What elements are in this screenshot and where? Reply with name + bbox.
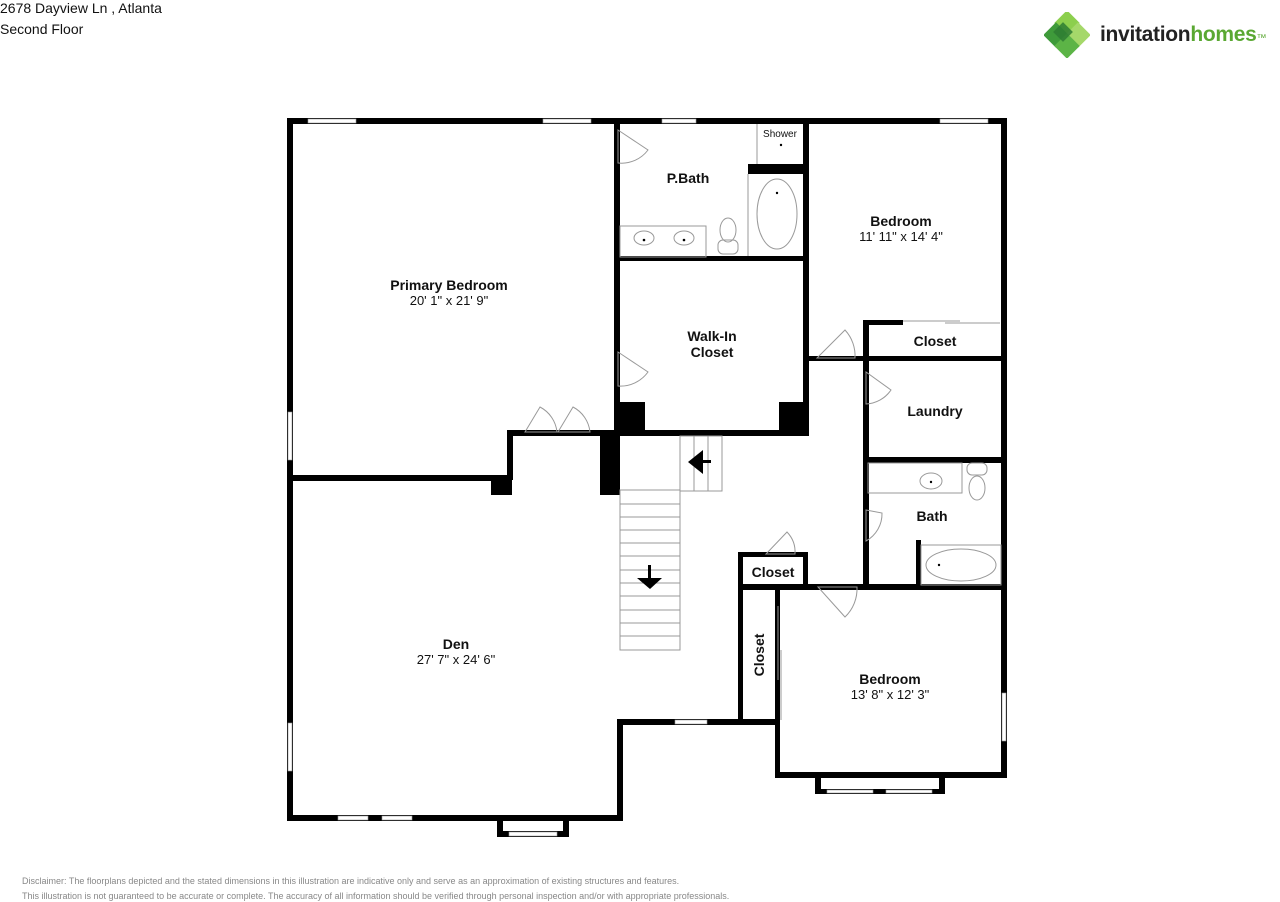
floor-label: Second Floor xyxy=(0,21,84,37)
room-laundry: Laundry xyxy=(907,403,963,419)
room-closet-side: Closet xyxy=(751,633,767,677)
room-primary-bedroom: Primary Bedroom 20' 1" x 21' 9" xyxy=(390,277,508,308)
room-closet-hall: Closet xyxy=(751,564,795,580)
green-diamond-cluster-icon xyxy=(1044,12,1090,58)
room-walk-in-closet: Walk-In Closet xyxy=(687,328,737,360)
room-bedroom-ne: Bedroom 11' 11" x 14' 4" xyxy=(859,213,943,244)
brand-name: invitationhomes™ xyxy=(1100,23,1267,46)
room-p-bath: P.Bath xyxy=(666,170,710,186)
address-title: 2678 Dayview Ln , Atlanta xyxy=(0,0,162,16)
disclaimer-line-1: Disclaimer: The floorplans depicted and … xyxy=(22,876,680,886)
room-bath: Bath xyxy=(916,508,948,524)
room-closet-ne: Closet xyxy=(913,333,957,349)
disclaimer-line-2: This illustration is not guaranteed to b… xyxy=(22,891,730,901)
brand-logo: invitationhomes™ xyxy=(1044,12,1267,58)
room-shower: Shower xyxy=(763,129,797,140)
room-bedroom-se: Bedroom 13' 8" x 12' 3" xyxy=(850,671,930,702)
room-den: Den 27' 7" x 24' 6" xyxy=(416,636,496,667)
